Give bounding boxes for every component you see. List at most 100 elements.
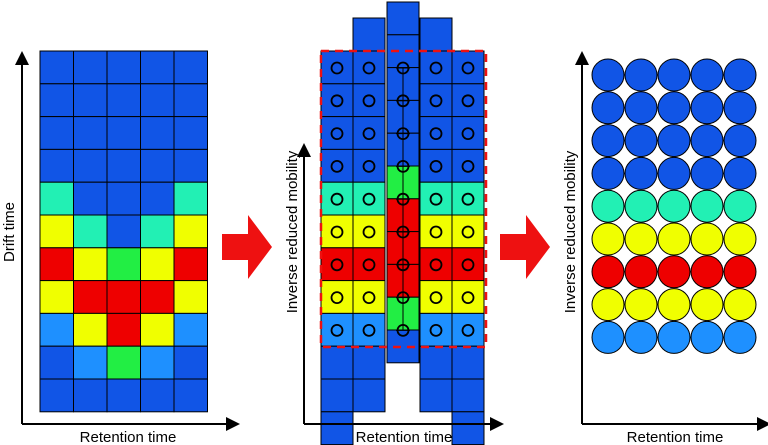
grid-cell — [140, 83, 175, 118]
grid-cell — [140, 116, 175, 150]
grid-cell — [106, 214, 141, 249]
binned-circle — [657, 156, 691, 190]
grid-cell — [106, 181, 141, 216]
bin-center-marker — [429, 159, 443, 173]
binned-circle — [723, 320, 757, 354]
bin-center-marker — [330, 127, 344, 141]
bin-center-marker — [330, 192, 344, 206]
binned-circle — [690, 189, 724, 223]
grid-cell — [173, 214, 208, 249]
bin-center-marker — [362, 192, 376, 206]
panel-3-x-axis-label: Retention time — [627, 429, 724, 445]
bin-center-marker — [330, 159, 344, 173]
panel-3: Retention time Inverse reduced mobility — [562, 51, 768, 445]
overflow-cell — [320, 378, 354, 413]
grid-cell — [140, 280, 175, 314]
binned-circle — [657, 255, 691, 289]
binned-circle — [690, 156, 724, 190]
binned-circle — [591, 189, 625, 223]
binned-circle — [624, 91, 658, 125]
grid-cell — [73, 312, 108, 347]
binned-circle — [690, 320, 724, 354]
binned-circle — [624, 320, 658, 354]
binned-circle — [723, 124, 757, 158]
bin-center-marker — [429, 94, 443, 108]
grid-cell — [140, 247, 175, 282]
grid-cell — [173, 148, 208, 183]
grid-cell — [73, 116, 108, 150]
bin-cell — [352, 116, 386, 150]
bin-cell — [352, 214, 386, 249]
binned-circle — [657, 124, 691, 158]
grid-cell — [173, 181, 208, 216]
binned-circle — [657, 91, 691, 125]
bin-cell — [451, 280, 485, 314]
binned-circle — [624, 222, 658, 256]
panel-1: Retention time Drift time — [1, 50, 240, 445]
bin-center-marker — [461, 61, 475, 75]
bin-cell — [451, 83, 485, 118]
grid-cell — [173, 116, 208, 150]
binned-circle — [690, 91, 724, 125]
overflow-cell — [320, 411, 354, 445]
bin-center-marker — [429, 258, 443, 272]
overflow-cell — [352, 378, 386, 413]
bin-center-marker — [396, 258, 410, 272]
grid-cell — [106, 50, 141, 85]
bin-cell — [451, 247, 485, 282]
grid-cell — [73, 378, 108, 413]
binned-circle — [624, 156, 658, 190]
grid-cell — [106, 280, 141, 314]
grid-cell — [140, 214, 175, 249]
panel-2-x-axis-label: Retention time — [356, 429, 453, 445]
bin-center-marker — [429, 192, 443, 206]
overflow-cell — [451, 378, 485, 413]
grid-cell — [39, 345, 74, 380]
bin-cell — [419, 83, 453, 118]
bin-center-marker — [461, 323, 475, 337]
bin-center-marker — [461, 127, 475, 141]
bin-cell — [419, 345, 453, 380]
bin-center-marker — [429, 225, 443, 239]
bin-cell — [419, 312, 453, 347]
overflow-cell — [352, 17, 386, 52]
bin-center-marker — [330, 323, 344, 337]
grid-cell — [39, 83, 74, 118]
binned-circle — [624, 255, 658, 289]
bin-center-marker — [396, 225, 410, 239]
grid-cell — [73, 50, 108, 85]
overflow-cell — [451, 411, 485, 445]
bin-center-marker — [362, 159, 376, 173]
bin-cell — [451, 312, 485, 347]
grid-cell — [140, 312, 175, 347]
grid-cell — [106, 345, 141, 380]
bin-cell — [352, 280, 386, 314]
bin-cell — [352, 50, 386, 85]
panel-2-dashed-bin-box — [319, 49, 488, 349]
grid-cell — [140, 148, 175, 183]
binned-circle — [657, 288, 691, 322]
binned-circle — [690, 288, 724, 322]
grid-cell — [73, 181, 108, 216]
bin-center-marker — [362, 323, 376, 337]
bin-cell — [320, 83, 354, 118]
grid-cell — [106, 247, 141, 282]
panel-2: Retention time Inverse reduced mobility — [284, 1, 504, 445]
bin-center-marker — [330, 291, 344, 305]
bin-cell — [352, 181, 386, 216]
bin-cell — [320, 312, 354, 347]
grid-cell — [39, 50, 74, 85]
bin-cell — [320, 148, 354, 183]
binned-circle — [591, 288, 625, 322]
grid-cell — [39, 378, 74, 413]
bin-cell — [451, 214, 485, 249]
binned-circle — [591, 255, 625, 289]
grid-cell — [173, 50, 208, 85]
grid-cell — [39, 247, 74, 282]
bin-center-marker — [429, 323, 443, 337]
bin-cell — [419, 247, 453, 282]
binned-circle — [591, 58, 625, 92]
grid-cell — [39, 214, 74, 249]
bin-center-marker — [461, 159, 475, 173]
binned-circle — [723, 255, 757, 289]
